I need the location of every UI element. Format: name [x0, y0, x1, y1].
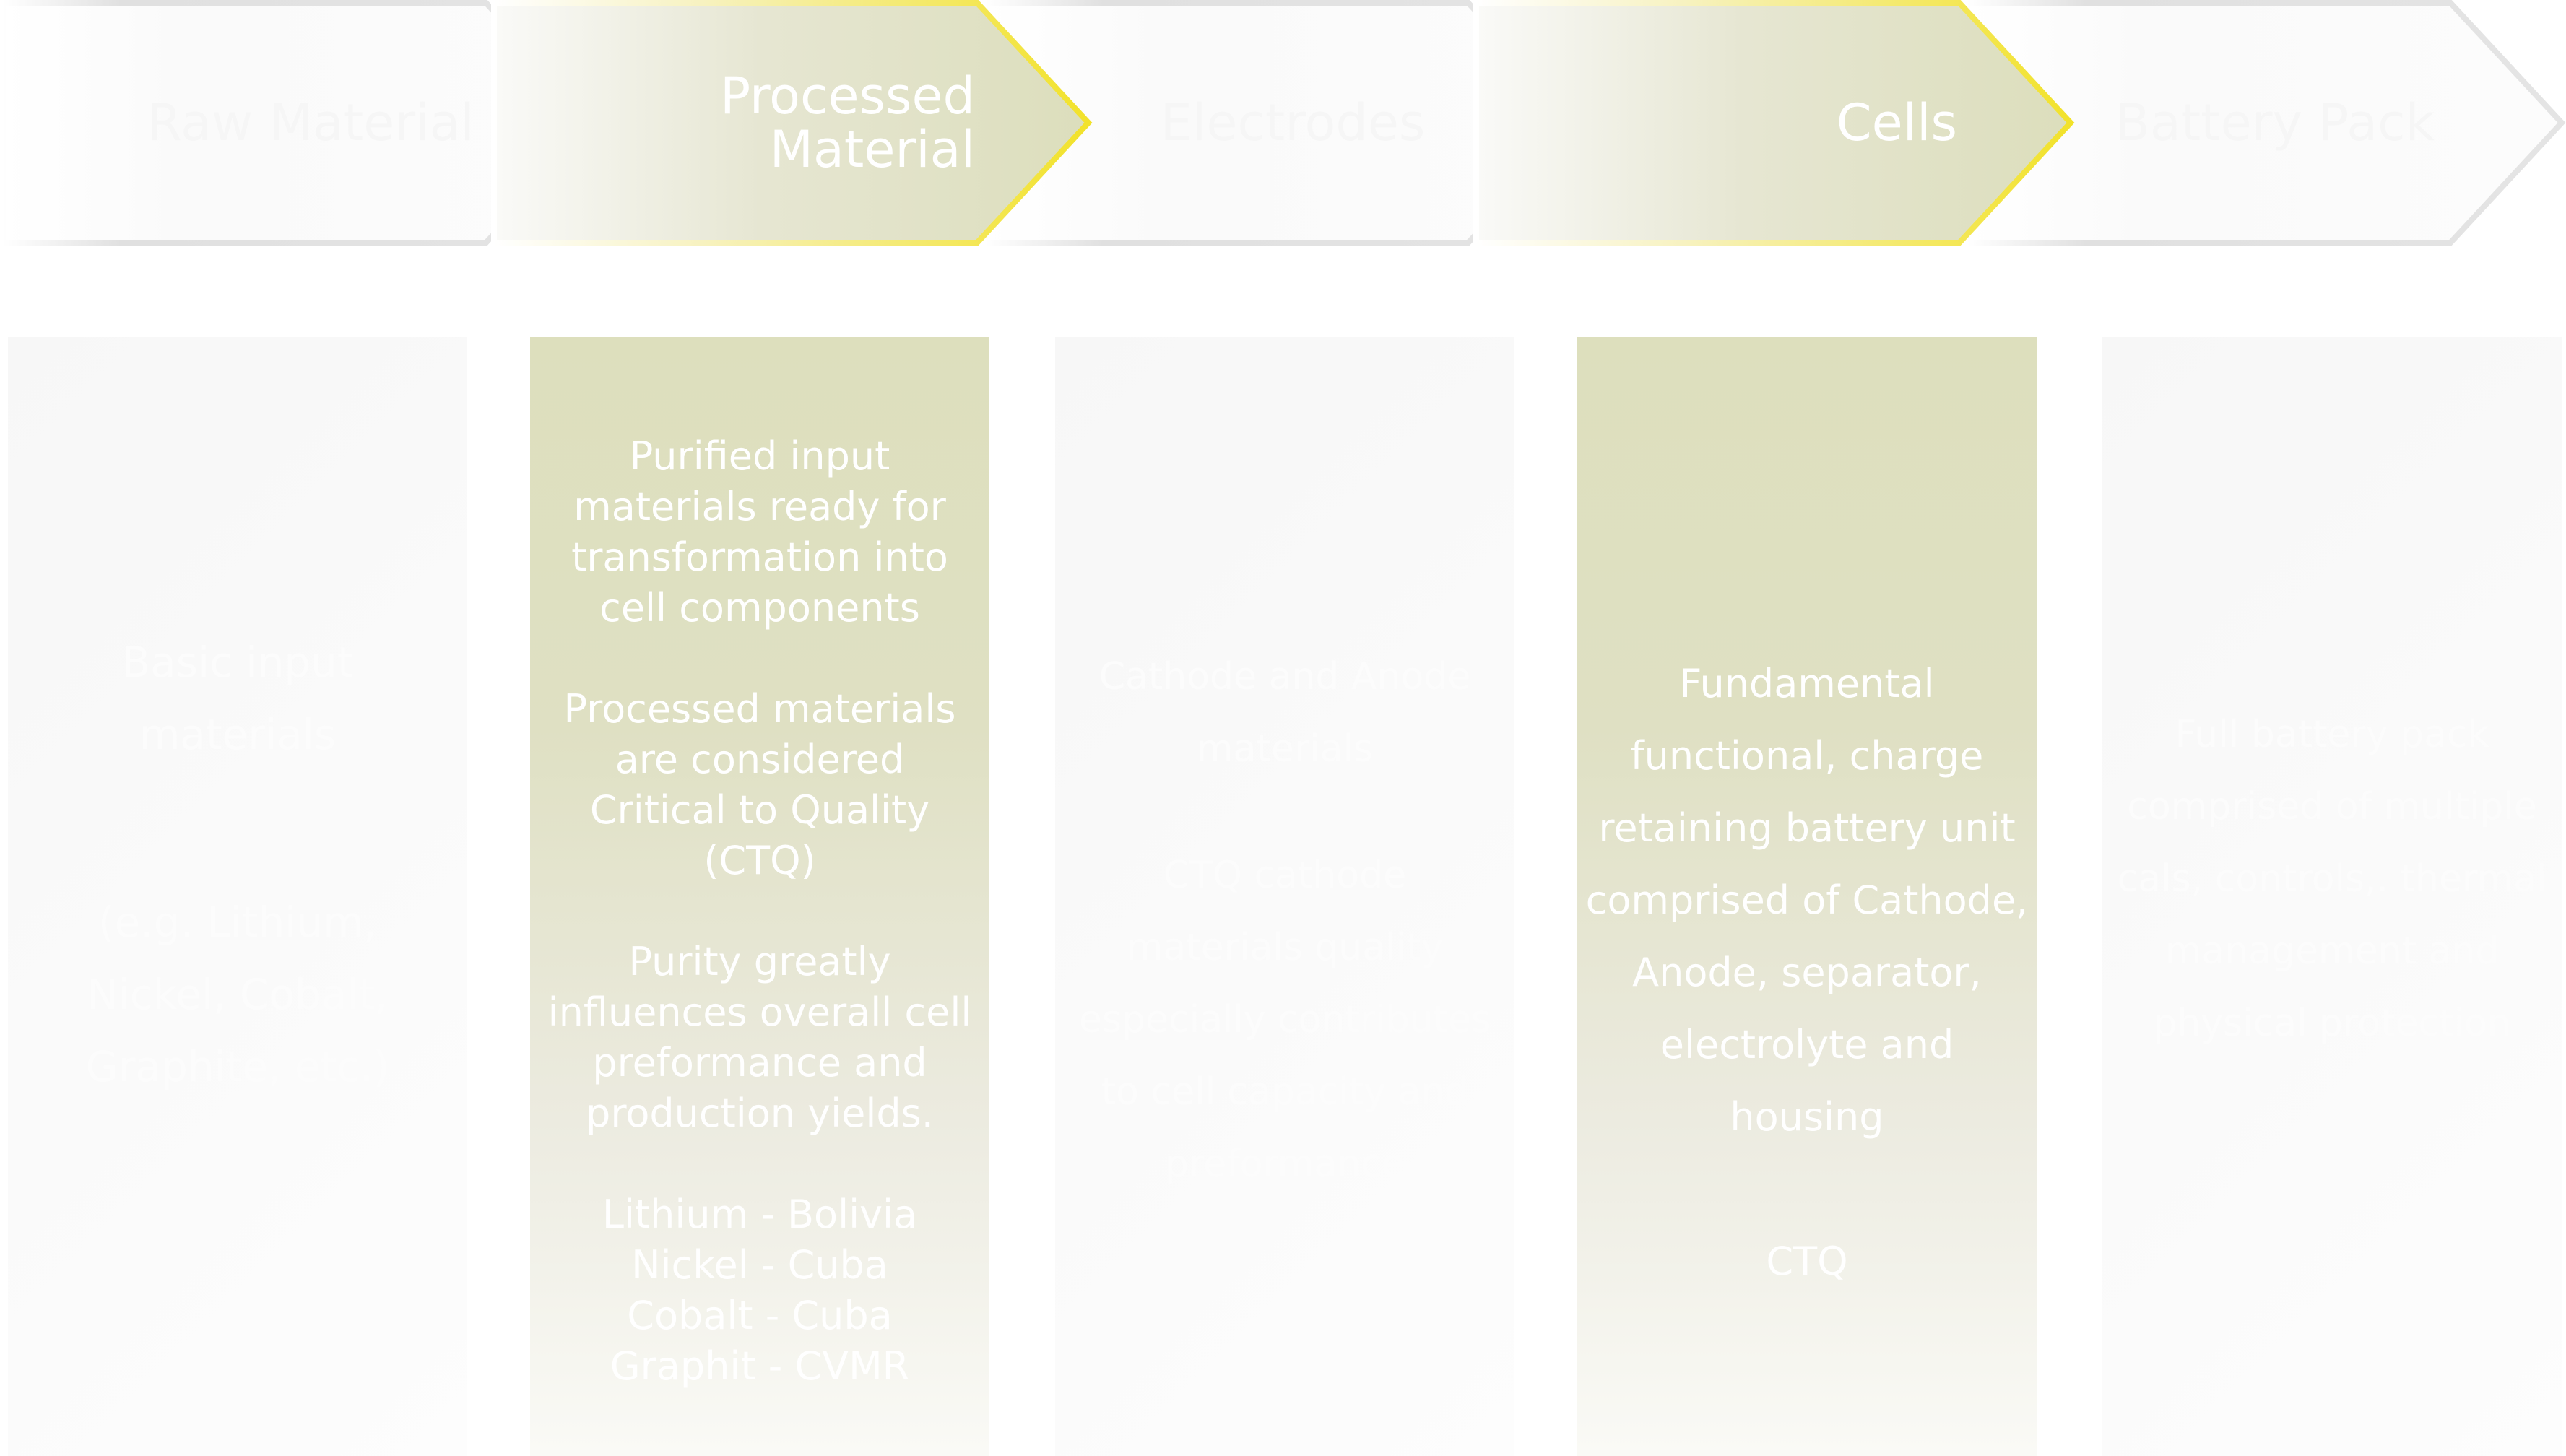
raw-examples: (e.g. Lithium, Nickel, Cobalt, Graphite,… [85, 898, 390, 1091]
source-item: Lithium - Bolivia [602, 1192, 918, 1237]
electrodes-description: Cathode and Anode materials [1098, 655, 1471, 771]
process-chevrons [0, 0, 2566, 246]
chevron-processed-material [491, 0, 1093, 246]
electrodes-ctq-note: CTQ cathode materials quality especially… [1078, 854, 1491, 1186]
source-item: Graphit - CVMR [610, 1343, 910, 1389]
cells-ctq: CTQ [1766, 1239, 1848, 1284]
sources-list: Lithium - Bolivia Nickel - Cuba Cobalt -… [602, 1190, 917, 1392]
cells-description: Fundamental functional, charge retaining… [1585, 661, 2029, 1140]
source-item: Nickel - Cuba [631, 1242, 888, 1288]
column-processed-material: Purified input materials ready for trans… [530, 337, 989, 1456]
column-cells: Fundamental functional, charge retaining… [1577, 337, 2037, 1456]
column-raw-material: Basic input materials (e.g. Lithium, Nic… [8, 337, 467, 1456]
column-battery-pack: Full battery pack comprised of multiple … [2102, 337, 2562, 1456]
stage-label-processed-material: Processed Material [719, 66, 975, 179]
stage-label-electrodes: Electrodes [1160, 93, 1426, 152]
source-item: Cobalt - Cuba [627, 1293, 893, 1338]
processed-description: Purified input materials ready for trans… [571, 433, 948, 630]
processed-ctq-note: Processed materials are considered Criti… [563, 686, 956, 883]
pack-description: Full battery pack comprised of multiple … [2117, 713, 2547, 1045]
raw-description: Basic input materials [121, 638, 354, 759]
column-electrodes: Cathode and Anode materials CTQ cathode … [1055, 337, 1514, 1456]
stage-label-battery-pack: Battery Pack [2115, 93, 2435, 152]
processed-purity-note: Purity greatly influences overall cell p… [547, 939, 972, 1136]
stage-label-cells: Cells [1836, 93, 1957, 152]
chevron-cells [1473, 0, 2075, 246]
stage-label-raw-material: Raw Material [147, 93, 474, 152]
